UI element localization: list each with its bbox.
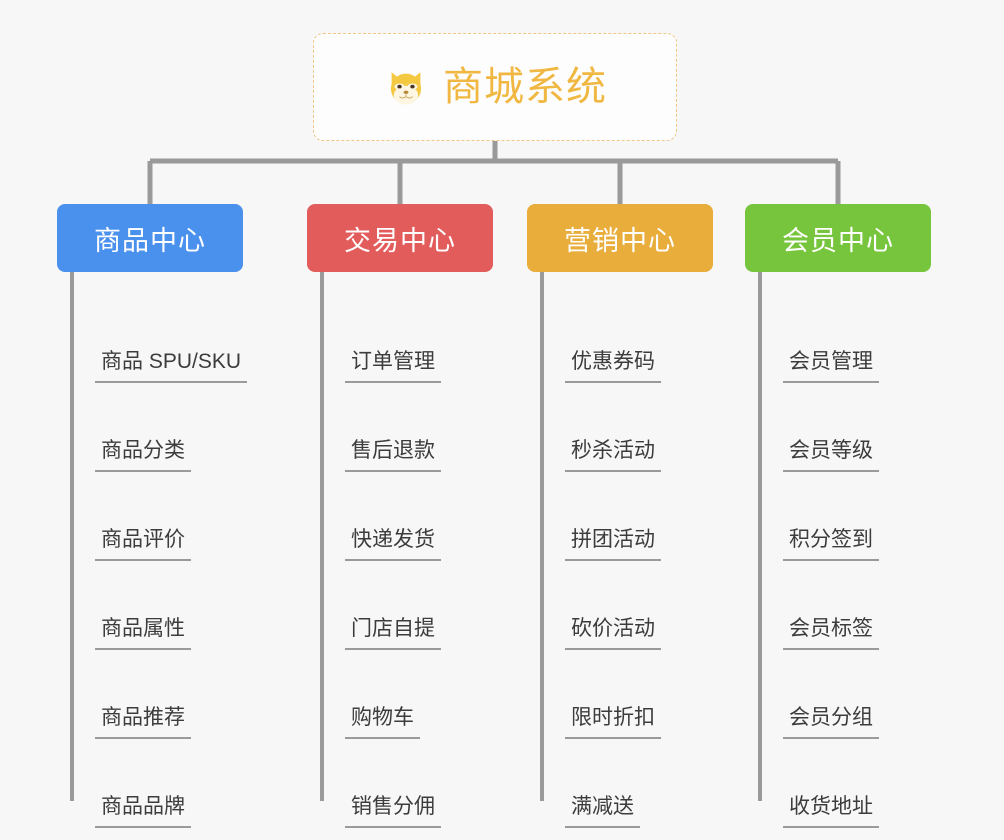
leaf-list-marketing-center: 优惠券码 秒杀活动 拼团活动 砍价活动 限时折扣 满减送: [527, 294, 713, 828]
list-item[interactable]: 订单管理: [307, 294, 493, 383]
leaf-label: 秒杀活动: [565, 434, 661, 472]
column-trade-center: 交易中心 订单管理 售后退款 快递发货 门店自提 购物车 销售分佣: [307, 204, 493, 828]
list-item[interactable]: 满减送: [527, 739, 713, 828]
list-item[interactable]: 会员分组: [745, 650, 931, 739]
list-item[interactable]: 门店自提: [307, 561, 493, 650]
leaf-label: 售后退款: [345, 434, 441, 472]
leaf-label: 商品 SPU/SKU: [95, 345, 248, 383]
category-card-product-center[interactable]: 商品中心: [57, 204, 243, 272]
list-item[interactable]: 商品 SPU/SKU: [57, 294, 248, 383]
leaf-label: 门店自提: [345, 612, 441, 650]
leaf-list-member-center: 会员管理 会员等级 积分签到 会员标签 会员分组 收货地址: [745, 294, 931, 828]
leaf-label: 会员管理: [783, 345, 879, 383]
category-card-trade-center[interactable]: 交易中心: [307, 204, 493, 272]
category-card-marketing-center[interactable]: 营销中心: [527, 204, 713, 272]
leaf-label: 优惠券码: [565, 345, 661, 383]
category-label: 会员中心: [782, 225, 894, 256]
list-item[interactable]: 快递发货: [307, 472, 493, 561]
list-item[interactable]: 售后退款: [307, 383, 493, 472]
category-label: 交易中心: [344, 225, 456, 256]
leaf-label: 订单管理: [345, 345, 441, 383]
leaf-label: 会员等级: [783, 434, 879, 472]
list-item[interactable]: 会员管理: [745, 294, 931, 383]
list-item[interactable]: 砍价活动: [527, 561, 713, 650]
root-title: 商城系统: [443, 65, 607, 109]
list-item[interactable]: 秒杀活动: [527, 383, 713, 472]
list-item[interactable]: 购物车: [307, 650, 493, 739]
list-item[interactable]: 商品推荐: [57, 650, 243, 739]
list-item[interactable]: 商品属性: [57, 561, 243, 650]
leaf-label: 积分签到: [783, 523, 879, 561]
column-marketing-center: 营销中心 优惠券码 秒杀活动 拼团活动 砍价活动 限时折扣 满减送: [527, 204, 713, 828]
column-member-center: 会员中心 会员管理 会员等级 积分签到 会员标签 会员分组 收货地址: [745, 204, 931, 828]
leaf-label: 商品品牌: [95, 790, 191, 828]
leaf-label: 快递发货: [345, 523, 441, 561]
column-product-center: 商品中心 商品 SPU/SKU 商品分类 商品评价 商品属性 商品推荐 商品品牌: [57, 204, 248, 828]
list-item[interactable]: 商品评价: [57, 472, 243, 561]
leaf-label: 砍价活动: [565, 612, 661, 650]
leaf-label: 会员标签: [783, 612, 879, 650]
list-item[interactable]: 优惠券码: [527, 294, 713, 383]
leaf-label: 限时折扣: [565, 701, 661, 739]
category-card-member-center[interactable]: 会员中心: [745, 204, 931, 272]
list-item[interactable]: 拼团活动: [527, 472, 713, 561]
list-item[interactable]: 商品分类: [57, 383, 243, 472]
leaf-label: 会员分组: [783, 701, 879, 739]
leaf-list-trade-center: 订单管理 售后退款 快递发货 门店自提 购物车 销售分佣: [307, 294, 493, 828]
leaf-label: 商品评价: [95, 523, 191, 561]
leaf-label: 商品属性: [95, 612, 191, 650]
leaf-label: 拼团活动: [565, 523, 661, 561]
list-item[interactable]: 积分签到: [745, 472, 931, 561]
leaf-label: 购物车: [345, 701, 420, 739]
leaf-label: 销售分佣: [345, 790, 441, 828]
list-item[interactable]: 会员标签: [745, 561, 931, 650]
root-node[interactable]: 商城系统: [313, 33, 677, 141]
leaf-list-product-center: 商品 SPU/SKU 商品分类 商品评价 商品属性 商品推荐 商品品牌: [57, 294, 248, 828]
list-item[interactable]: 会员等级: [745, 383, 931, 472]
category-label: 商品中心: [94, 225, 206, 256]
category-label: 营销中心: [564, 225, 676, 256]
leaf-label: 商品推荐: [95, 701, 191, 739]
shiba-dog-face-icon: [383, 65, 429, 111]
leaf-label: 满减送: [565, 790, 640, 828]
leaf-label: 商品分类: [95, 434, 191, 472]
list-item[interactable]: 收货地址: [745, 739, 931, 828]
list-item[interactable]: 商品品牌: [57, 739, 243, 828]
leaf-label: 收货地址: [783, 790, 879, 828]
list-item[interactable]: 销售分佣: [307, 739, 493, 828]
list-item[interactable]: 限时折扣: [527, 650, 713, 739]
